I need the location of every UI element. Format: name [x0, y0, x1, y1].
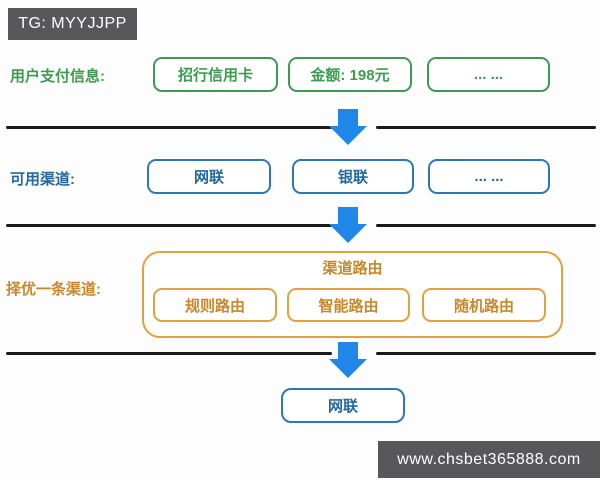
card-node: 招行信用卡 [153, 57, 278, 92]
amount-node: 金额: 198元 [288, 57, 412, 92]
divider-line [376, 224, 596, 227]
arrow-down-icon [329, 342, 367, 378]
wanglian-node: 网联 [147, 159, 271, 194]
yinlian-node: 银联 [292, 159, 414, 194]
routing-group-title: 渠道路由 [322, 260, 383, 277]
result-node: 网联 [281, 388, 405, 423]
rule-routing-node: 规则路由 [153, 288, 277, 322]
routing-label: 择优一条渠道: [6, 281, 101, 298]
divider-line [6, 126, 332, 129]
arrow-down-icon [329, 207, 367, 243]
payment-more-node: ... ... [427, 57, 550, 92]
tg-badge: TG: MYYJJPP [8, 8, 137, 40]
payment-info-label: 用户支付信息: [10, 68, 105, 85]
watermark-badge: www.chsbet365888.com [378, 441, 600, 478]
channels-label: 可用渠道: [10, 171, 75, 188]
random-routing-node: 随机路由 [422, 288, 546, 322]
divider-line [6, 352, 332, 355]
channels-more-node: ... ... [428, 159, 550, 194]
divider-line [376, 352, 596, 355]
arrow-down-icon [329, 109, 367, 145]
divider-line [376, 126, 596, 129]
smart-routing-node: 智能路由 [287, 288, 410, 322]
divider-line [6, 224, 332, 227]
